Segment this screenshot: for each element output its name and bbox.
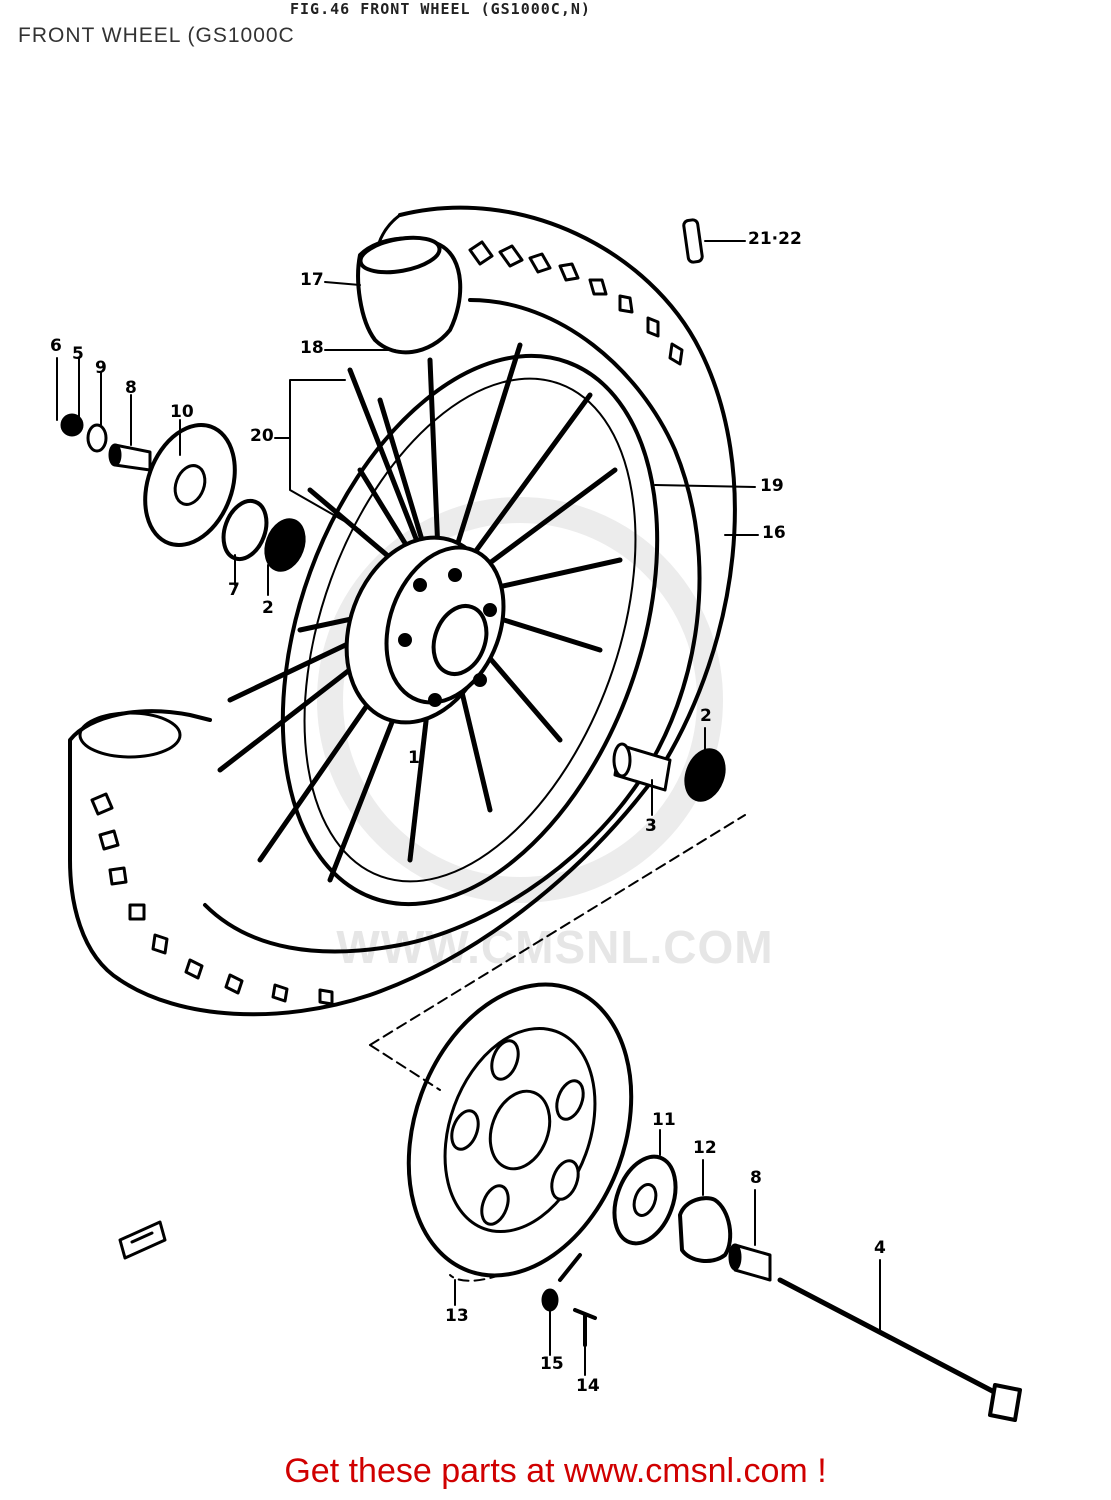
callout-2-left: 2: [262, 598, 274, 618]
callout-8-top: 8: [125, 378, 137, 398]
figure-header: FIG.46 FRONT WHEEL (GS1000C,N): [290, 0, 591, 18]
callout-14: 14: [576, 1376, 600, 1396]
callout-19: 19: [760, 476, 784, 496]
direction-badge-mark: [130, 1231, 154, 1244]
axle-parts: [541, 1154, 1022, 1422]
right-side-parts: [612, 742, 726, 802]
callout-3: 3: [645, 816, 657, 836]
callout-10: 10: [170, 402, 194, 422]
valve-cap: [682, 218, 704, 264]
get-parts-link[interactable]: Get these parts at www.cmsnl.com !: [284, 1452, 827, 1490]
alignment-lines: [369, 814, 746, 1282]
callout-16: 16: [762, 523, 786, 543]
brake-disc: [406, 982, 634, 1278]
callout-5: 5: [72, 344, 84, 364]
hub: [344, 535, 506, 725]
callout-13: 13: [445, 1306, 469, 1326]
left-side-parts: [60, 413, 306, 572]
callout-2-right: 2: [700, 706, 712, 726]
rim: [280, 353, 660, 907]
callout-4: 4: [874, 1238, 886, 1258]
inner-tube: [356, 235, 463, 355]
callout-17: 17: [300, 270, 324, 290]
callout-21-22: 21·22: [748, 229, 802, 249]
callout-7: 7: [228, 580, 240, 600]
callout-6: 6: [50, 336, 62, 356]
callout-12: 12: [693, 1138, 717, 1158]
page-title: FRONT WHEEL (GS1000C: [18, 24, 295, 47]
direction-badge: [118, 1220, 167, 1260]
callout-11: 11: [652, 1110, 676, 1130]
leader-lines: [56, 240, 881, 1376]
callout-1: 1: [408, 748, 420, 768]
callout-15: 15: [540, 1354, 564, 1374]
watermark-emblem: [317, 497, 723, 903]
watermark-text: WWW.CMSNL.COM: [336, 921, 774, 973]
callout-18: 18: [300, 338, 324, 358]
callout-8-bottom: 8: [750, 1168, 762, 1188]
callout-9: 9: [95, 358, 107, 378]
callout-20: 20: [250, 426, 274, 446]
